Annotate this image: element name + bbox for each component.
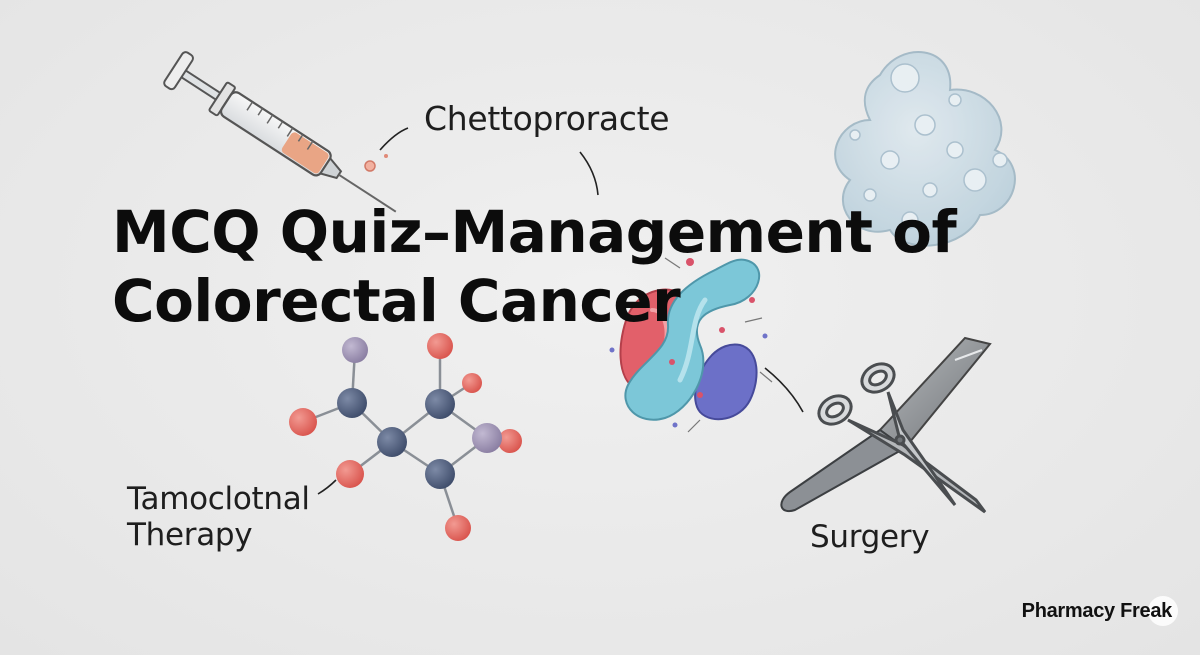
leader-line bbox=[764, 367, 804, 413]
page-title-line-2: Colorectal Cancer bbox=[112, 267, 681, 335]
leader-line bbox=[579, 151, 599, 196]
droplet-icon bbox=[384, 154, 388, 158]
droplet-icon bbox=[364, 160, 376, 172]
scalpel-icon bbox=[780, 336, 992, 513]
page-title: MCQ Quiz–Management of Colorectal Cancer bbox=[112, 198, 957, 336]
chemo-label: Chettoproracte bbox=[424, 99, 670, 138]
brand-logo: Pharmacy Freak bbox=[1021, 600, 1173, 622]
leader-line bbox=[379, 127, 409, 151]
therapy-label: Tamoclotnal Therapy bbox=[127, 481, 310, 553]
bacteria-icon bbox=[609, 257, 773, 433]
page-title-line-1: MCQ Quiz–Management of bbox=[112, 198, 957, 266]
leader-line bbox=[317, 479, 337, 495]
surgery-label: Surgery bbox=[810, 519, 930, 555]
scissors-icon bbox=[817, 362, 987, 514]
molecule-icon bbox=[289, 333, 522, 541]
syringe-icon bbox=[163, 51, 397, 213]
brand-badge-icon bbox=[1148, 596, 1178, 626]
therapy-label-line-2: Therapy bbox=[127, 517, 253, 553]
therapy-label-line-1: Tamoclotnal bbox=[127, 481, 310, 517]
tumor-cell-icon bbox=[834, 51, 1016, 247]
